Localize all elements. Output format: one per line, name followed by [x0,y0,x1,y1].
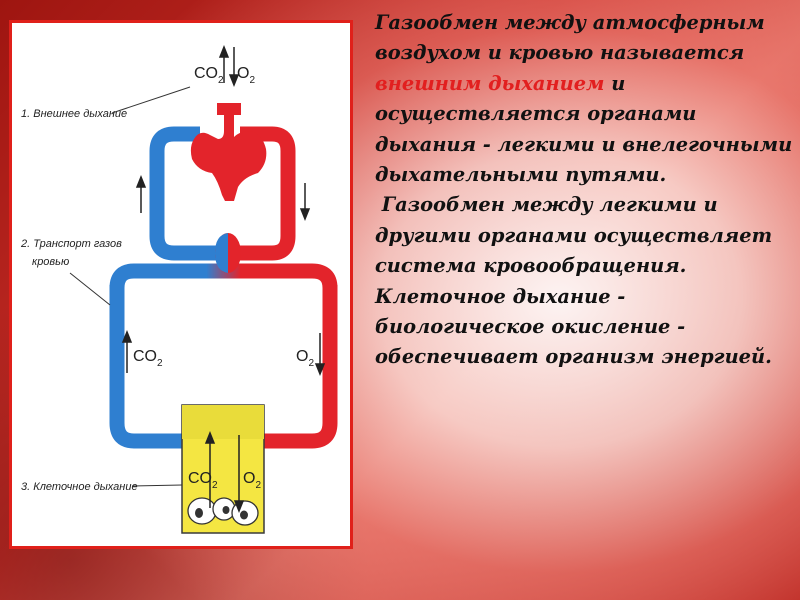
caption-p3: Клеточное дыхание - биологическое окисле… [375,284,772,369]
caption-p1-a: Газообмен между атмосферным воздухом и к… [375,11,765,65]
step2-label-line1: 2. Транспорт газов [20,238,122,250]
step1-label: 1. Внешнее дыхание [21,108,127,120]
systemic-gas-arrows [121,329,326,377]
systemic-vessel-right-arterial [252,285,338,449]
respiration-diagram: CO2 O2 CO2 O2 CO2 O2 1. Внешнее дыхание … [9,20,353,549]
lung-o2-label: O2 [237,65,255,86]
circulation-svg: CO2 O2 CO2 O2 CO2 O2 1. Внешнее дыхание … [20,44,338,534]
cell-o2-label: O2 [243,470,261,491]
step1-leader [111,86,191,114]
lung-co2-label: CO2 [194,65,224,86]
step2-leader [69,272,111,306]
systemic-co2-label: CO2 [133,348,163,369]
systemic-vessel-top [109,263,338,289]
step3-label: 3. Клеточное дыхание [21,481,138,493]
caption-p2: Газообмен между легкими и другими органа… [375,193,773,278]
caption-highlight-term: внешним дыханием [375,71,605,95]
systemic-o2-label: O2 [296,348,314,369]
heart-left-half [215,233,228,273]
caption-p1-b: и осуществляется органами дыхания - легк… [375,71,793,187]
step3-leader [131,484,183,487]
slide-caption: Газообмен между атмосферным воздухом и к… [375,8,793,373]
pulmonary-vessel-venous [149,126,222,261]
cells-icon [187,497,259,526]
cell-box-divider [182,405,264,439]
pulmonary-vessel-arterial [234,126,296,261]
step2-label-line2: кровью [32,256,69,268]
lungs-icon [190,103,267,201]
systemic-vessel-left-venous [109,285,187,449]
cell-co2-label: CO2 [188,470,218,491]
cell-gas-arrows [204,430,245,514]
pulmonary-flow-arrows [135,174,311,222]
lung-gas-arrows [218,44,240,88]
